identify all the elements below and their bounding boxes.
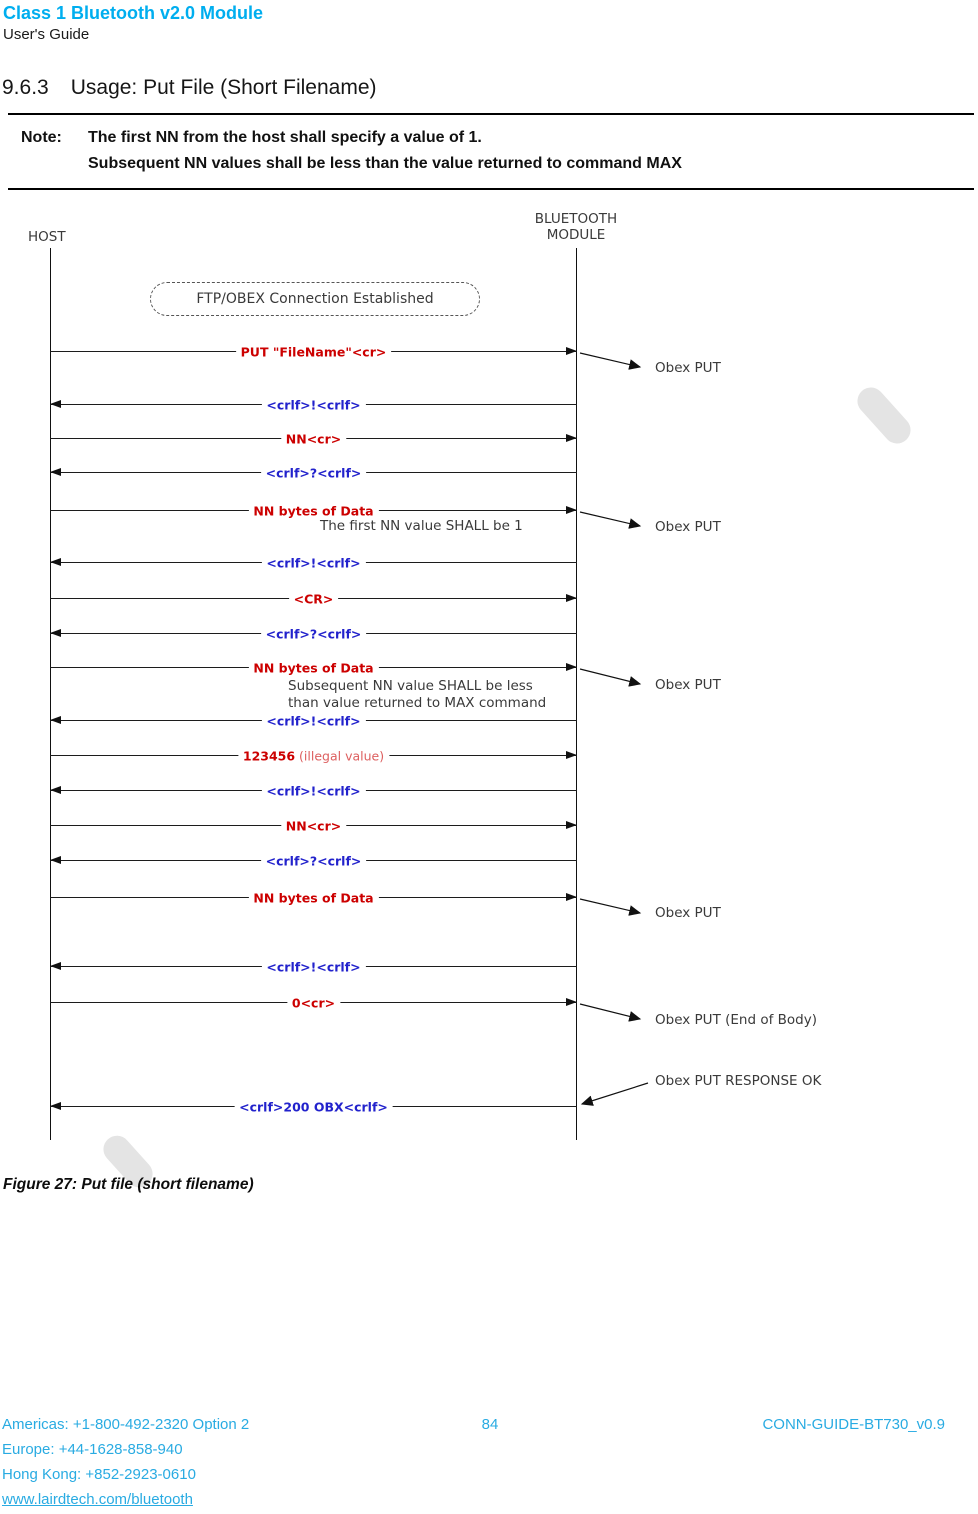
actor-host-label: HOST (28, 229, 66, 245)
note-top-rule (8, 113, 974, 115)
arrow-right-icon (566, 893, 577, 901)
arrow-left-icon (50, 1102, 61, 1110)
footer-website-link[interactable]: www.lairdtech.com/bluetooth (2, 1491, 193, 1508)
footer-contact-hongkong: Hong Kong: +852-2923-0610 (2, 1466, 196, 1483)
arrow-left-icon (50, 558, 61, 566)
annotation-subsequent-line1: Subsequent NN value SHALL be less (288, 678, 533, 694)
note-label: Note: (21, 129, 62, 146)
annotation-subsequent-line2: than value returned to MAX command (288, 695, 547, 711)
obex-put-label: Obex PUT (655, 677, 721, 693)
arrow-left-icon (50, 629, 61, 637)
arrow-right-icon (566, 594, 577, 602)
arrow-left-icon (50, 856, 61, 864)
arrow-right-icon (566, 821, 577, 829)
arrow-right-icon (566, 751, 577, 759)
section-heading: 9.6.3 Usage: Put File (Short Filename) (2, 76, 377, 100)
obex-put-response-ok-label: Obex PUT RESPONSE OK (655, 1073, 822, 1089)
annotation-first-nn: The first NN value SHALL be 1 (320, 518, 523, 534)
watermark-fragment (851, 381, 917, 450)
footer-contact-americas: Americas: +1-800-492-2320 Option 2 (2, 1416, 250, 1433)
arrow-left-icon (50, 716, 61, 724)
obex-put-end-of-body-label: Obex PUT (End of Body) (655, 1012, 817, 1028)
actor-module-label: BLUETOOTH MODULE (526, 211, 626, 243)
arrow-right-icon (566, 434, 577, 442)
actor-module-line2: MODULE (546, 227, 606, 243)
arrow-right-icon (566, 998, 577, 1006)
figure-caption: Figure 27: Put file (short filename) (3, 1176, 254, 1193)
note-bottom-rule (8, 188, 974, 190)
page-number: 84 (481, 1416, 499, 1433)
document-subtitle: User's Guide (3, 26, 90, 43)
precondition-text: FTP/OBEX Connection Established (196, 291, 434, 307)
arrow-left-icon (50, 962, 61, 970)
obex-put-label: Obex PUT (655, 905, 721, 921)
note-text-line2: Subsequent NN values shall be less than … (88, 155, 682, 172)
module-lifeline (576, 248, 577, 1140)
document-id: CONN-GUIDE-BT730_v0.9 (762, 1416, 945, 1433)
footer-contact-europe: Europe: +44-1628-858-940 (2, 1441, 183, 1458)
arrow-right-icon (566, 506, 577, 514)
arrow-right-icon (566, 663, 577, 671)
note-text-line1: The first NN from the host shall specify… (88, 129, 482, 146)
section-title: Usage: Put File (Short Filename) (70, 76, 377, 99)
section-number: 9.6.3 (2, 76, 49, 99)
actor-module-line1: BLUETOOTH (534, 211, 618, 227)
obex-put-label: Obex PUT (655, 360, 721, 376)
document-title: Class 1 Bluetooth v2.0 Module (3, 3, 264, 23)
arrow-right-icon (566, 347, 577, 355)
arrow-left-icon (50, 786, 61, 794)
arrow-left-icon (50, 468, 61, 476)
arrow-left-icon (50, 400, 61, 408)
precondition-box: FTP/OBEX Connection Established (150, 282, 480, 316)
obex-put-label: Obex PUT (655, 519, 721, 535)
host-lifeline (50, 248, 51, 1140)
